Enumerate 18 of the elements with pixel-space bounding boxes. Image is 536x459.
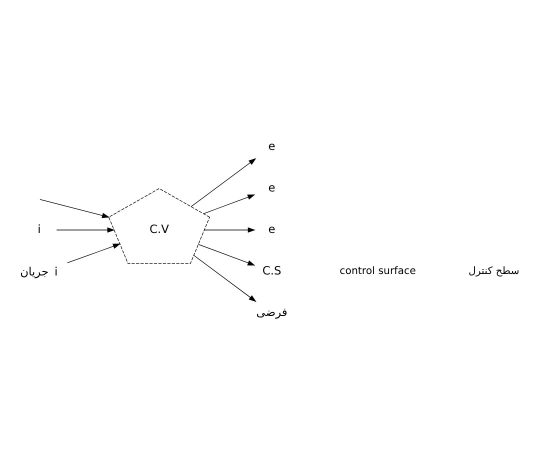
node-text: i <box>54 264 58 278</box>
arrow <box>194 254 256 302</box>
arrow <box>198 244 256 266</box>
node-text: C.S <box>262 262 282 277</box>
node-label: جریان <box>20 264 49 278</box>
node-text: i <box>38 221 41 236</box>
arrow <box>56 226 115 232</box>
arrow <box>40 198 110 218</box>
arrow <box>67 243 121 263</box>
node-text: e <box>268 138 276 152</box>
node-text: e <box>268 221 276 236</box>
label: control surface <box>340 265 416 276</box>
arrow <box>204 226 256 232</box>
label: سطح کنترل <box>468 265 520 276</box>
node-text: e <box>268 180 276 194</box>
node-text: فرضی <box>256 304 288 318</box>
arrow <box>203 194 256 214</box>
arrow <box>190 158 256 206</box>
